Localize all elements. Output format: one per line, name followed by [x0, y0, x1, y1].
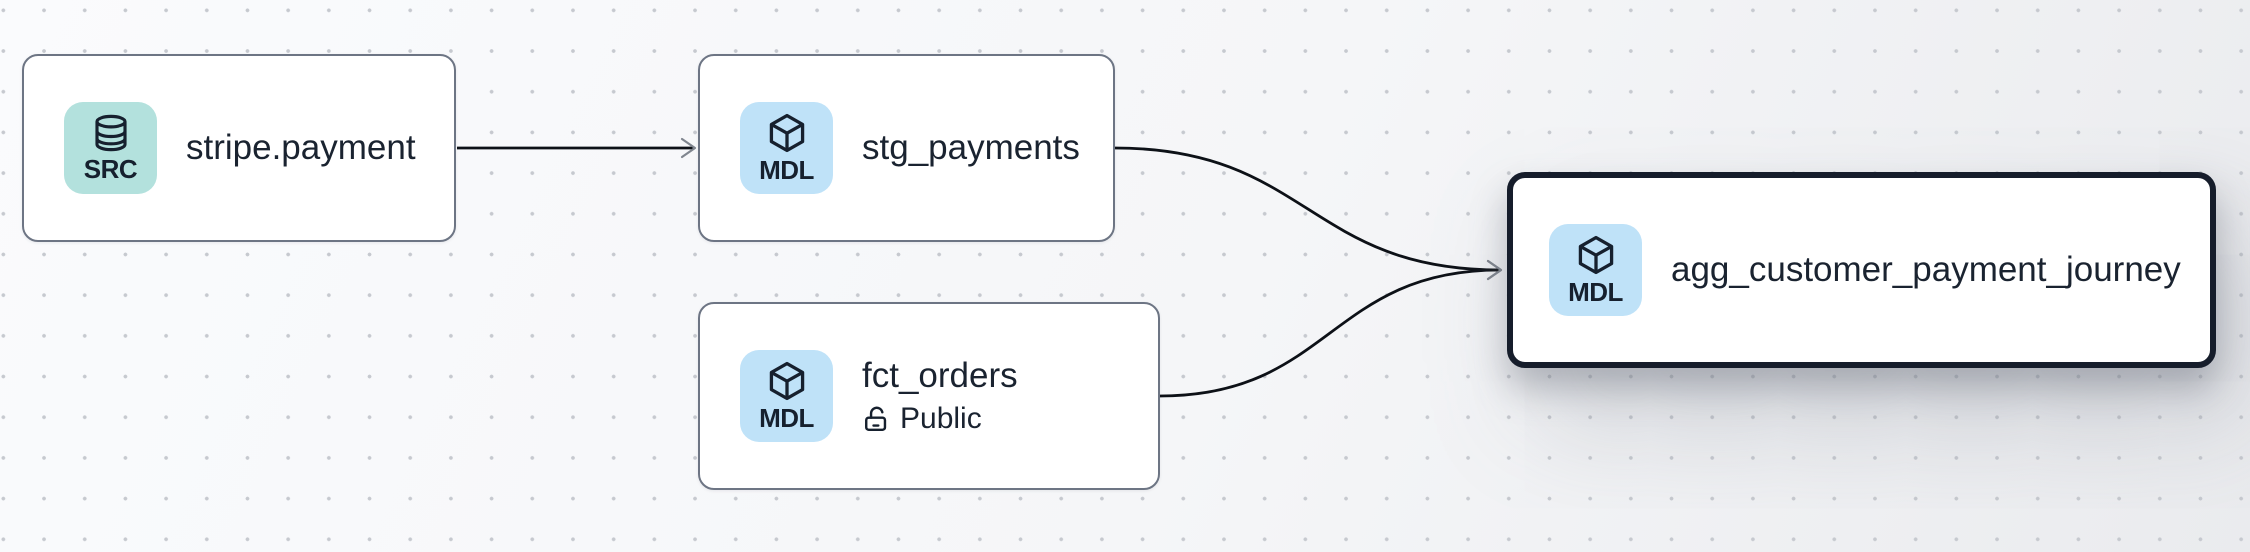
model-badge: MDL: [1549, 224, 1642, 316]
lineage-node-agg-customer-payment-journey[interactable]: MDL agg_customer_payment_journey: [1507, 172, 2216, 368]
lock-open-icon: [865, 406, 887, 431]
edge-fct-orders-to-agg-customer-payment-journey[interactable]: [1159, 259, 1503, 398]
visibility-label: Public: [900, 402, 982, 435]
visibility-row: Public: [862, 401, 1018, 437]
cube-icon: [769, 114, 804, 153]
lineage-node-stripe-payment[interactable]: SRC stripe.payment: [22, 54, 456, 242]
model-badge: MDL: [740, 102, 833, 194]
badge-label: MDL: [759, 403, 814, 434]
badge-label: MDL: [759, 155, 814, 186]
badge-label: SRC: [83, 154, 138, 185]
node-title: fct_orders: [862, 356, 1018, 395]
lineage-node-stg-payments[interactable]: MDL stg_payments: [698, 54, 1115, 242]
badge-label: MDL: [1568, 277, 1623, 308]
source-badge: SRC: [64, 102, 157, 194]
node-title: agg_customer_payment_journey: [1671, 250, 2181, 289]
node-title: stg_payments: [862, 128, 1080, 167]
edge-stg-payments-to-agg-customer-payment-journey[interactable]: [1114, 146, 1503, 281]
cube-icon: [1578, 236, 1613, 275]
lineage-node-fct-orders[interactable]: MDL fct_orders Public: [698, 302, 1160, 490]
node-title: stripe.payment: [186, 128, 416, 167]
cube-icon: [769, 362, 804, 401]
database-icon: [94, 115, 127, 152]
model-badge: MDL: [740, 350, 833, 442]
